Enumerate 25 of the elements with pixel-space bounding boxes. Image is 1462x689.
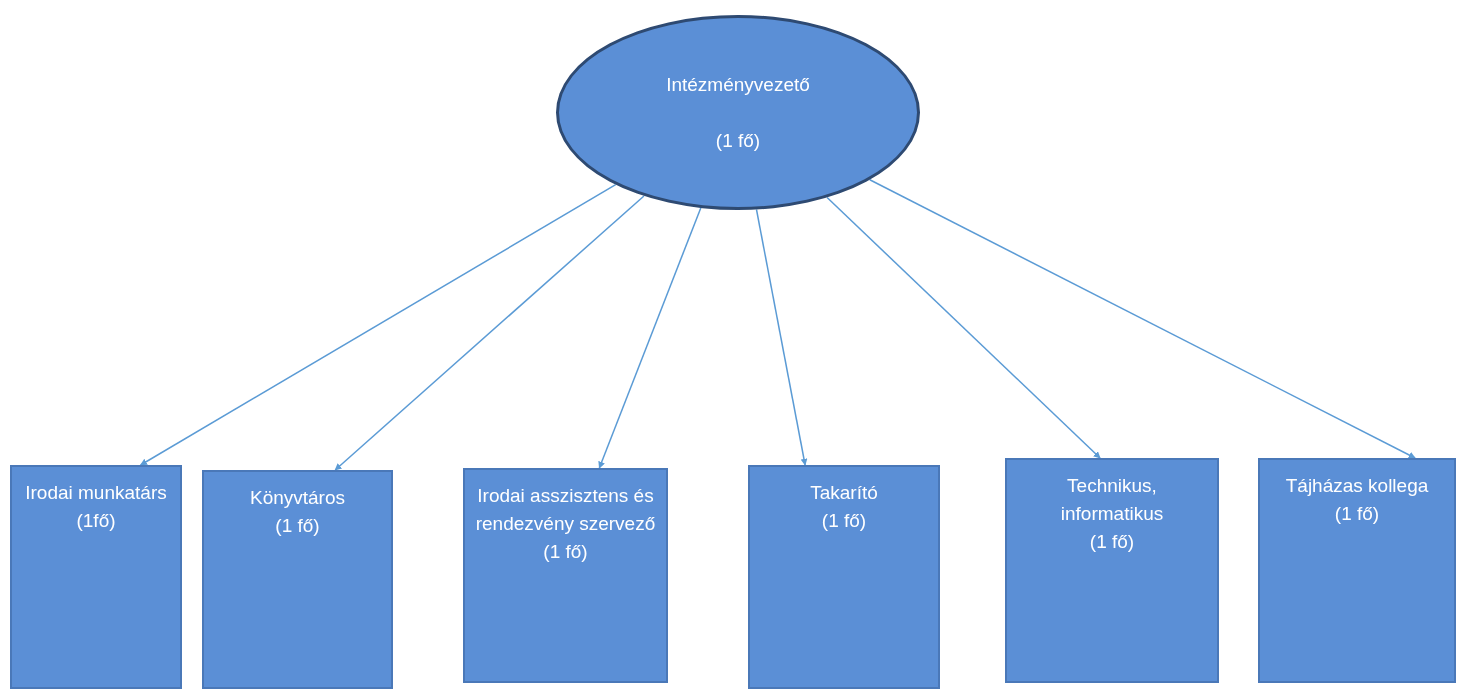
headcount: (1 fő) xyxy=(1089,530,1135,554)
arrow xyxy=(334,195,645,471)
arrow xyxy=(826,196,1101,459)
arrow xyxy=(755,208,808,466)
role-title: Könyvtáros xyxy=(249,486,345,510)
role-box xyxy=(1005,458,1219,683)
role-box xyxy=(463,468,668,683)
headcount: (1 fő) xyxy=(543,540,588,564)
headcount: (1 fő) xyxy=(715,128,761,153)
role-box xyxy=(1258,458,1456,683)
role-title: Technikus, informatikus xyxy=(1059,474,1165,526)
role-box xyxy=(10,465,182,689)
headcount: (1 fő) xyxy=(275,514,320,538)
arrow xyxy=(139,183,617,466)
role-box xyxy=(748,465,940,689)
headcount: (1 fő) xyxy=(1334,502,1380,526)
arrow xyxy=(869,179,1416,459)
role-box xyxy=(202,470,393,689)
role-title: Takarító xyxy=(810,481,878,505)
role-title: Irodai munkatárs xyxy=(25,481,167,505)
headcount: (1 fő) xyxy=(821,509,867,533)
role-title: Intézményvezető xyxy=(666,72,810,97)
headcount: (1fő) xyxy=(76,509,116,533)
role-title: Irodai asszisztens és rendezvény szervező xyxy=(474,484,657,536)
role-title: Tájházas kollega xyxy=(1285,474,1429,498)
